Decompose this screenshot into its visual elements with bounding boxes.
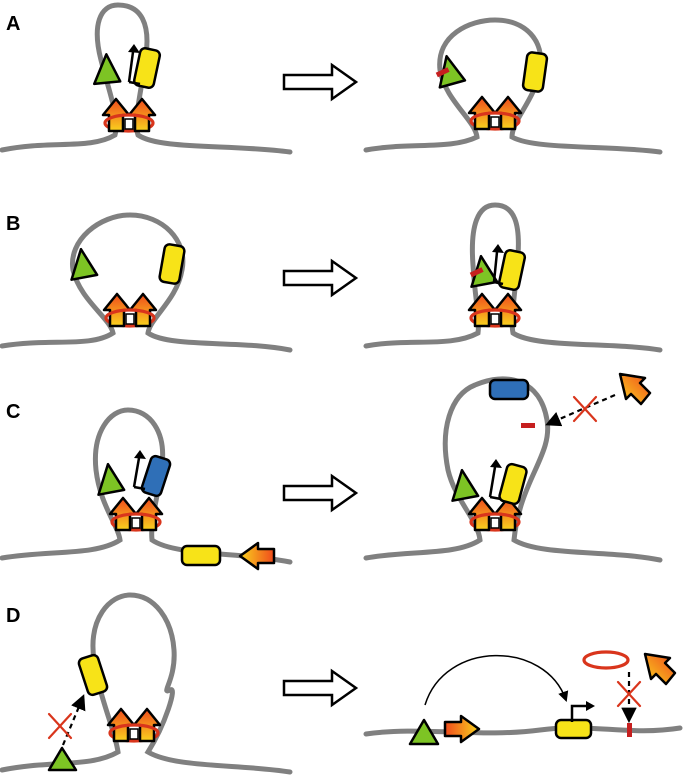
promoter-arrowhead [492,244,504,253]
gene-box-icon [76,652,110,698]
panel-label-b: B [6,213,20,235]
methylation-mark-icon [627,723,632,737]
block-cross-icon [572,395,598,423]
dna-strand [0,592,293,775]
enhancer-triangle-icon [63,245,99,283]
dna-strand [363,376,663,563]
dna-strand [363,17,663,155]
panel-label-c: C [6,401,20,423]
panel-c: C [0,372,663,571]
transition-arrow-icon [282,259,358,297]
transition-arrow-icon [282,63,358,101]
promoter-base [133,485,146,491]
gene-box-icon [554,718,593,740]
promoter-arrowhead [134,450,146,459]
promoter-arrowhead [128,44,140,53]
gene-box-icon [521,50,549,94]
methylation-mark-icon [435,67,450,78]
methylation-mark-icon [469,267,484,278]
transition-arrow-icon [282,669,358,707]
dna-strand [0,212,293,353]
ctcf-arrow-icon [643,652,677,686]
panel-label-a: A [6,13,20,35]
methylation-mark-icon [521,423,535,428]
promoter-arrow-icon [127,51,135,83]
promoter-arrow-icon [492,251,499,283]
dna-strand [0,407,293,565]
insulator-box-icon [488,378,530,401]
ctcf-cohesin-anchor [101,97,157,133]
dna-strand [363,202,663,353]
promoter-arrow-icon [488,466,497,498]
promoter-arrow-icon [570,704,588,722]
gene-box-icon [180,544,222,567]
ctcf-arrow-icon [618,372,652,406]
panel-d: D [0,592,683,775]
ctcf-arrow-icon [443,714,481,744]
ctcf-cohesin-anchor [467,95,523,131]
panel-b: B [0,202,663,353]
cohesin-ring-icon [582,650,630,670]
promoter-arrowhead [586,701,595,711]
panel-label-d: D [6,605,20,627]
ctcf-cohesin-anchor [108,496,164,532]
enhancer-promoter-interaction-arrow [424,654,569,706]
ctcf-cohesin-anchor [106,707,162,743]
ctcf-cohesin-anchor [102,292,158,328]
promoter-arrow-icon [132,457,141,488]
dna-strand [363,725,683,737]
dna-strand [0,2,293,155]
ctcf-arrow-icon [238,541,276,571]
enhancer-triangle-icon [88,51,122,88]
promoter-base [489,495,502,501]
transition-arrow-icon [282,474,358,512]
promoter-arrowhead [490,459,502,468]
panel-a: A [0,2,663,155]
insulator-box-icon [140,454,172,498]
block-cross-icon [47,712,73,740]
promoter-base [493,280,504,286]
ctcf-cohesin-anchor [467,292,523,328]
enhancer-triangle-icon [47,746,78,772]
blocked-binding-arrow [545,393,616,427]
enhancer-triangle-icon [408,718,440,746]
promoter-base [128,80,141,86]
